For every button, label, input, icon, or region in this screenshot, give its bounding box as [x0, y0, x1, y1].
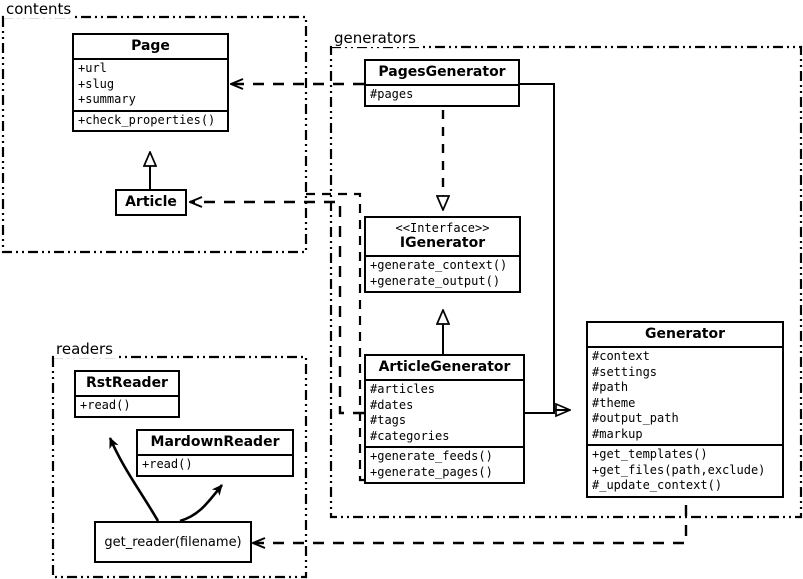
class-box-articlegenerator[interactable]: ArticleGenerator #articles #dates #tags … [364, 354, 525, 484]
class-attribute: #path [592, 380, 629, 394]
class-attribute: #settings [592, 364, 658, 379]
class-methods-rstreader: +read() [76, 395, 178, 416]
class-methods-igenerator: +generate_context() +generate_output() [366, 255, 519, 291]
class-title-pagesgenerator: PagesGenerator [378, 64, 506, 80]
class-attribute: +url [78, 61, 107, 75]
class-title-generator: Generator [644, 326, 725, 342]
class-attribute: #output_path [592, 411, 679, 425]
class-box-pagesgenerator[interactable]: PagesGenerator #pages [364, 59, 520, 107]
package-label-generators: generators [332, 29, 419, 47]
function-label-get-reader: get_reader(filename) [104, 534, 242, 550]
class-box-article[interactable]: Article [115, 189, 187, 216]
class-method: +check_properties() [78, 112, 216, 127]
class-title-articlegenerator: ArticleGenerator [378, 359, 511, 375]
class-methods-generator: +get_templates() +get_files(path,exclude… [588, 444, 782, 496]
class-title-rstreader: RstReader [86, 375, 168, 391]
edge-articlegenerator-to-generator [524, 409, 570, 414]
class-box-generator[interactable]: Generator #context #settings #path #them… [586, 321, 784, 498]
class-attributes-page: +url +slug +summary [74, 58, 227, 110]
class-method: +get_files(path,exclude) [592, 462, 766, 477]
class-attribute: #pages [370, 87, 414, 101]
class-box-mardownreader[interactable]: MardownReader +read() [136, 429, 294, 477]
class-attribute: #articles [370, 382, 436, 396]
edge-get-reader-to-rstreader [108, 437, 160, 522]
class-box-igenerator[interactable]: <<Interface>> IGenerator +generate_conte… [364, 216, 521, 293]
class-method: +read() [80, 398, 131, 412]
class-method: #_update_context() [592, 478, 723, 492]
class-attribute: #markup [592, 426, 643, 441]
edge-pagesgenerator-to-generator [520, 83, 570, 410]
class-attributes-articlegenerator: #articles #dates #tags #categories [366, 379, 523, 446]
class-method: +read() [142, 457, 193, 471]
class-methods-mardownreader: +read() [138, 454, 292, 475]
class-attributes-generator: #context #settings #path #theme #output_… [588, 346, 782, 444]
class-attribute: #tags [370, 413, 407, 427]
class-method: +generate_output() [370, 273, 501, 288]
class-methods-articlegenerator: +generate_feeds() +generate_pages() [366, 446, 523, 482]
class-stereotype-igenerator: <<Interface>> [395, 221, 490, 235]
class-attributes-pagesgenerator: #pages [366, 84, 518, 105]
class-title-article: Article [125, 194, 177, 210]
edge-generator-uses-get-reader [253, 505, 688, 543]
class-methods-page: +check_properties() [74, 109, 227, 131]
edge-articlegenerator-uses-article [190, 202, 364, 415]
class-attribute: #dates [370, 397, 414, 412]
package-label-readers: readers [54, 340, 116, 358]
class-title-igenerator: IGenerator [399, 235, 486, 251]
function-box-get-reader[interactable]: get_reader(filename) [94, 521, 252, 563]
class-attribute: +slug [78, 76, 115, 91]
class-method: +generate_pages() [370, 464, 493, 479]
class-attribute: #context [592, 349, 650, 363]
class-attribute: +summary [78, 92, 136, 106]
package-border-contents [1, 15, 308, 254]
package-label-contents: contents [4, 0, 75, 18]
package-border-generators [329, 45, 803, 519]
package-border-readers [51, 355, 308, 579]
class-box-page[interactable]: Page +url +slug +summary +check_properti… [72, 33, 229, 132]
class-method: +generate_feeds() [370, 449, 493, 463]
class-box-rstreader[interactable]: RstReader +read() [74, 370, 180, 418]
class-title-page: Page [131, 38, 170, 54]
class-method: +get_templates() [592, 447, 708, 461]
class-title-mardownreader: MardownReader [150, 434, 280, 450]
edge-get-reader-to-mardownreader [179, 484, 224, 523]
class-attribute: #theme [592, 395, 636, 410]
class-attribute: #categories [370, 428, 450, 443]
class-method: +generate_context() [370, 258, 508, 272]
